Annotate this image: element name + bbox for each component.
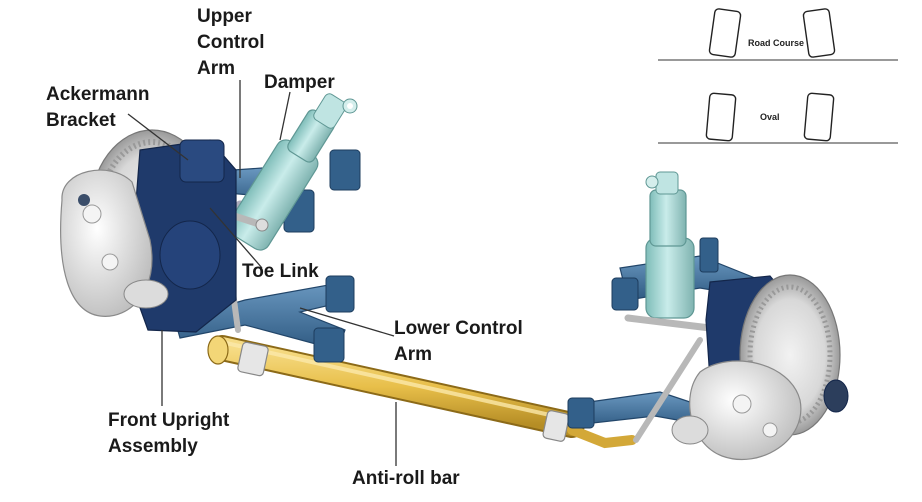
- label-front-upright-line-2: Assembly: [108, 436, 198, 457]
- inset-label-road-course: Road Course: [748, 38, 805, 48]
- arb-droplink-right: [633, 337, 703, 443]
- inset-tire-right-oval: [803, 92, 835, 142]
- damper-right: [645, 171, 719, 319]
- right-corner: [567, 171, 849, 461]
- label-damper: Damper: [264, 72, 335, 93]
- inset-tire-left-oval: [705, 92, 737, 142]
- label-lower-control-arm-line-1: Lower Control: [394, 318, 523, 339]
- leader-ackermann-bracket: [127, 113, 189, 161]
- toe-link-right: [624, 314, 714, 332]
- inset-tire-right-road: [802, 8, 836, 58]
- lca-mount-rear: [325, 275, 355, 313]
- left-corner: [60, 93, 361, 363]
- arb-bushing-left: [237, 341, 269, 377]
- label-upper-control-arm-line-2: Control: [197, 32, 265, 53]
- inset-tire-left-road: [708, 8, 742, 58]
- label-ackermann-bracket-line-1: Ackermann: [46, 84, 150, 105]
- label-anti-roll-bar: Anti-roll bar: [352, 468, 460, 489]
- label-lower-control-arm: Lower Control Arm: [394, 316, 523, 368]
- anti-roll-bar: [207, 335, 637, 449]
- leader-lower-control-arm: [299, 307, 395, 337]
- label-upper-control-arm: Upper Control Arm: [197, 4, 265, 82]
- label-ackermann-bracket-line-2: Bracket: [46, 110, 116, 131]
- arb-bushing-right: [542, 410, 570, 442]
- lower-control-arm-left: [174, 281, 353, 351]
- ackermann-bracket-left: [179, 139, 225, 183]
- label-ackermann-bracket: Ackermann Bracket: [46, 82, 150, 134]
- label-front-upright-line-1: Front Upright: [108, 410, 230, 431]
- leader-toe-link: [209, 207, 263, 269]
- label-toe-link: Toe Link: [242, 261, 319, 282]
- leader-lines: [127, 80, 397, 466]
- lca-mount-front: [313, 327, 345, 363]
- arb-end-left: [207, 335, 229, 365]
- label-upper-control-arm-line-1: Upper: [197, 6, 252, 27]
- label-front-upright-assembly: Front Upright Assembly: [108, 408, 229, 460]
- label-upper-control-arm-line-3: Arm: [197, 58, 236, 79]
- label-lower-control-arm-line-2: Arm: [394, 344, 433, 365]
- camber-inset: [658, 8, 898, 144]
- leader-damper: [279, 91, 291, 141]
- inset-label-oval: Oval: [760, 112, 780, 122]
